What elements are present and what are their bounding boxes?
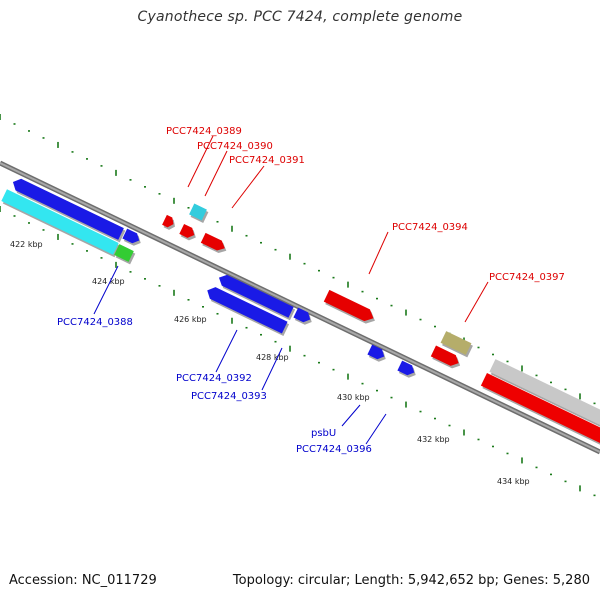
- tick-label: 426 kbp: [174, 315, 207, 324]
- gene-blue-0393[interactable]: [207, 287, 290, 337]
- gene-blue-psbu-body: [367, 344, 385, 360]
- gene-blue-0392-body: [218, 274, 294, 318]
- gene-blue-0396-body: [397, 360, 415, 376]
- tick-label: 424 kbp: [92, 277, 125, 286]
- genome-title: Cyanothece sp. PCC 7424, complete genome: [137, 9, 463, 25]
- tick-label: 428 kbp: [256, 353, 289, 362]
- gene-gray[interactable]: [489, 359, 600, 439]
- gene-labels: PCC7424_0389 PCC7424_0390 PCC7424_0391 P…: [57, 126, 565, 455]
- genome-summary-text: Topology: circular; Length: 5,942,652 bp…: [232, 573, 590, 588]
- gene-red-0397b[interactable]: [430, 345, 461, 369]
- gene-red-0389-body: [162, 214, 174, 228]
- tick-track: [0, 114, 596, 497]
- gene-red-0394[interactable]: [323, 289, 375, 324]
- gene-blue-small-a-body: [122, 228, 140, 244]
- gene-label-pcc7424-0391[interactable]: PCC7424_0391: [229, 155, 305, 166]
- gene-blue-0392[interactable]: [218, 274, 296, 321]
- gene-label-psbu[interactable]: psbU: [311, 428, 336, 439]
- gene-features: [1, 178, 600, 458]
- label-leaders: [93, 135, 489, 445]
- gene-red-0394-body: [323, 289, 374, 322]
- gene-label-pcc7424-0396[interactable]: PCC7424_0396: [296, 444, 372, 455]
- gene-red-0390b-body: [179, 224, 195, 238]
- gene-tan-0397-body: [440, 331, 472, 355]
- tick-label: 434 kbp: [497, 477, 530, 486]
- tick-label: 432 kbp: [417, 435, 450, 444]
- gene-red-big-body: [480, 372, 600, 443]
- gene-blue-0396[interactable]: [397, 360, 416, 378]
- gene-gray-body: [489, 359, 600, 426]
- gene-label-pcc7424-0394[interactable]: PCC7424_0394: [392, 222, 468, 233]
- accession-text: Accession: NC_011729: [9, 573, 157, 588]
- gene-label-pcc7424-0393[interactable]: PCC7424_0393: [191, 391, 267, 402]
- tick-labels: 422 kbp 424 kbp 426 kbp 428 kbp 430 kbp …: [10, 240, 530, 486]
- gene-red-0391[interactable]: [200, 232, 227, 254]
- gene-red-0390b[interactable]: [179, 224, 196, 241]
- gene-label-pcc7424-0390[interactable]: PCC7424_0390: [197, 141, 273, 152]
- gene-green[interactable]: [114, 244, 136, 265]
- gene-label-pcc7424-0389[interactable]: PCC7424_0389: [166, 126, 242, 137]
- gene-cyan-0388[interactable]: [1, 189, 121, 258]
- gene-cyan-0390[interactable]: [189, 203, 209, 223]
- gene-label-pcc7424-0388[interactable]: PCC7424_0388: [57, 317, 133, 328]
- gene-label-pcc7424-0397[interactable]: PCC7424_0397: [489, 272, 565, 283]
- genome-backbone: [0, 160, 600, 455]
- gene-blue-0393-body: [207, 287, 288, 334]
- gene-red-big[interactable]: [480, 372, 600, 458]
- gene-blue-small-b[interactable]: [293, 307, 312, 325]
- tick-label: 422 kbp: [10, 240, 43, 249]
- gene-red-0397b-body: [430, 345, 459, 366]
- gene-red-0389[interactable]: [162, 214, 176, 230]
- gene-green-body: [114, 244, 134, 262]
- gene-cyan-0390-body: [189, 203, 207, 221]
- gene-blue-small-a[interactable]: [122, 228, 141, 246]
- gene-blue-small-b-body: [293, 307, 311, 323]
- tick-label: 430 kbp: [337, 393, 370, 402]
- gene-blue-psbu[interactable]: [367, 344, 386, 362]
- gene-red-0391-body: [200, 232, 225, 251]
- gene-blue-0388a[interactable]: [12, 178, 126, 243]
- gene-blue-0388a-body: [12, 178, 124, 240]
- gene-label-pcc7424-0392[interactable]: PCC7424_0392: [176, 373, 252, 384]
- gene-tan-0397[interactable]: [440, 331, 473, 358]
- gene-cyan-0388-body: [1, 189, 119, 255]
